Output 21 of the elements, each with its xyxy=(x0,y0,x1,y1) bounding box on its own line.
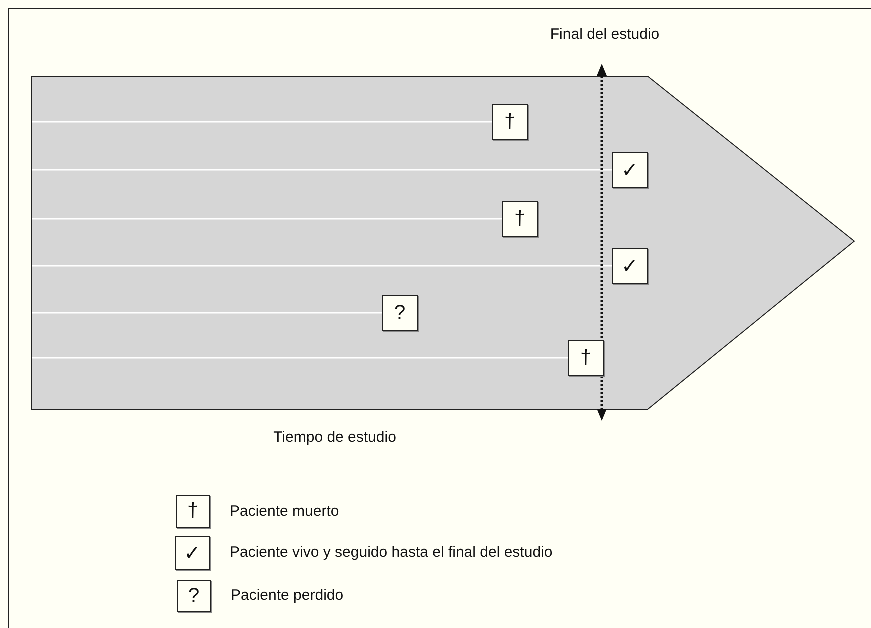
legend-text: Paciente muerto xyxy=(230,502,340,520)
symbol-box: † xyxy=(176,495,210,528)
legend-text: Paciente vivo y seguido hasta el final del estudio xyxy=(230,544,553,561)
symbol-box: ✓ xyxy=(612,248,648,284)
timeline-line xyxy=(32,218,502,220)
legend-text: Paciente perdido xyxy=(231,587,344,604)
symbol-box: ✓ xyxy=(612,152,648,188)
symbol-box: † xyxy=(502,201,538,237)
timeline-line xyxy=(32,357,568,359)
timeline-line xyxy=(32,169,612,171)
symbol-box: ? xyxy=(382,295,418,331)
symbol-box: † xyxy=(568,340,604,376)
symbol-box: ✓ xyxy=(175,536,210,570)
timeline-line xyxy=(32,121,492,123)
timeline-line xyxy=(32,312,382,314)
study-time-arrow xyxy=(31,76,855,410)
axis-label: Tiempo de estudio xyxy=(274,429,396,446)
timeline-line xyxy=(32,265,612,267)
symbol-box: † xyxy=(492,104,528,140)
symbol-box: ? xyxy=(177,580,211,612)
axis-label: Final del estudio xyxy=(550,26,660,43)
